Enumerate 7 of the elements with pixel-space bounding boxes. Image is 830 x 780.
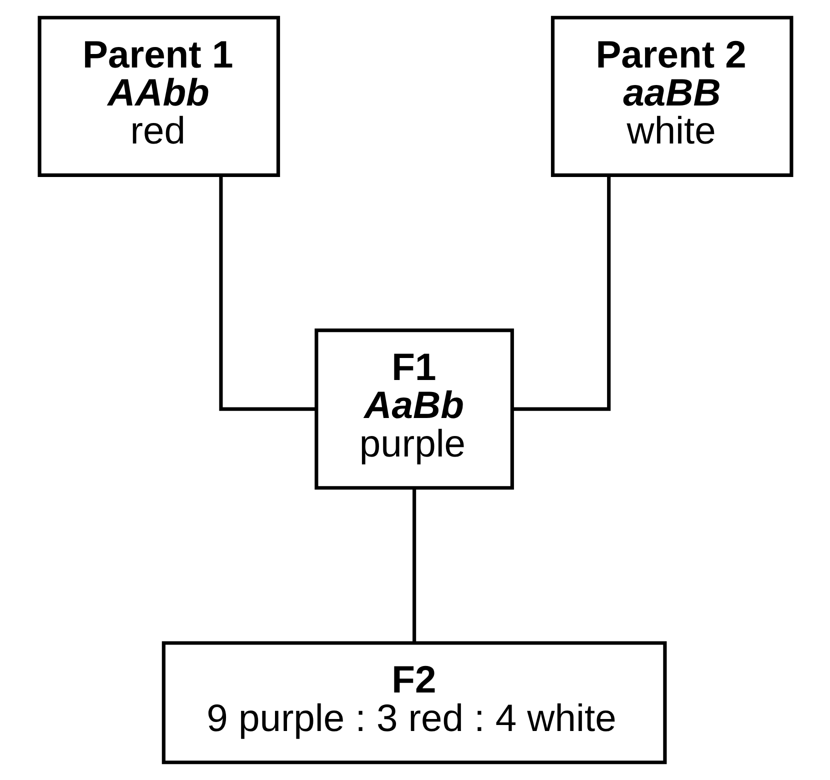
connector <box>512 175 610 411</box>
connector <box>218 175 315 411</box>
node-box: F1 AaBb purple <box>314 328 514 490</box>
node-box: Parent 2 aaBB white <box>550 16 793 177</box>
connector <box>412 488 416 643</box>
node-box: Parent 1 AAbb red <box>37 16 280 177</box>
node-box: F2 9 purple : 3 red : 4 white <box>161 641 666 764</box>
